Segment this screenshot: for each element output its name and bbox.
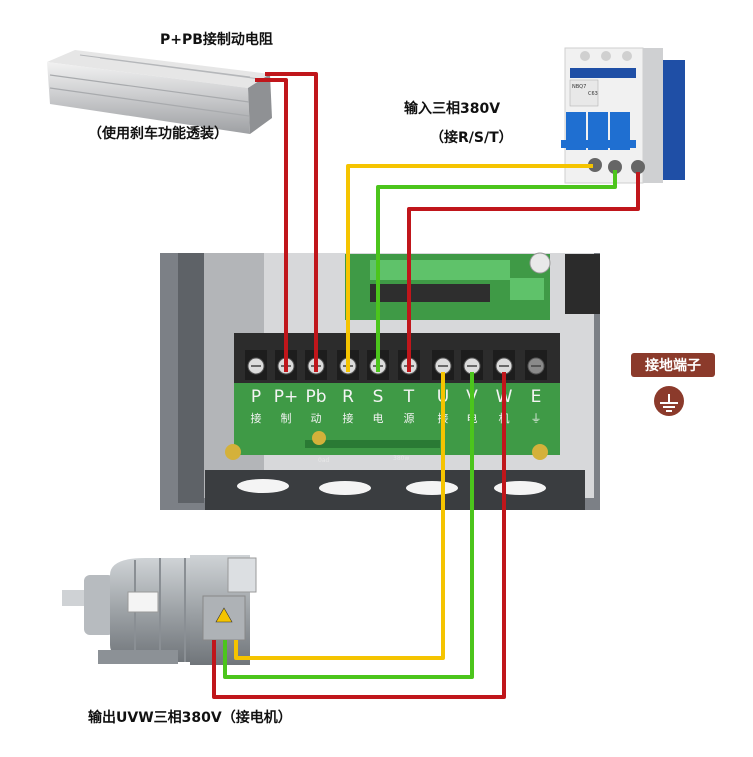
- terminal-label-p: P: [251, 387, 261, 407]
- input-title: 输入三相380V: [404, 101, 501, 117]
- terminal-screw[interactable]: [432, 350, 454, 380]
- board-text-2: 380w: [393, 455, 409, 462]
- terminal-screw[interactable]: [461, 350, 483, 380]
- resistor-note: （使用刹车功能透装）: [88, 126, 228, 142]
- wire-v-green: [223, 372, 474, 679]
- terminal-screw[interactable]: [493, 350, 515, 380]
- breaker-brand: NBQ7: [572, 84, 586, 90]
- terminal-label-t: T: [403, 387, 415, 407]
- terminal-sublabel: 制: [281, 412, 292, 425]
- terminal-screw[interactable]: [245, 350, 267, 380]
- terminal-sublabel: 源: [404, 411, 415, 425]
- input-note: （接R/S/T）: [430, 130, 513, 146]
- wires: [212, 72, 640, 699]
- terminal-label-e: E: [531, 387, 542, 407]
- terminal-label-pb: Pb: [305, 387, 326, 407]
- ground-terminal-label: 接地端子: [631, 353, 715, 377]
- terminal-sublabel: ⏚: [531, 412, 542, 425]
- wire-r-yellow: [346, 164, 593, 372]
- breaker-rating: C63: [588, 91, 598, 97]
- motor-icon: [62, 555, 257, 665]
- wire-t-red: [407, 172, 640, 372]
- braking-resistor-icon: [47, 50, 272, 134]
- terminal-label-pplus: P+: [274, 387, 299, 407]
- output-title: 输出UVW三相380V（接电机）: [88, 710, 292, 726]
- terminal-label-s: S: [373, 387, 384, 407]
- wire-u-yellow: [234, 372, 445, 660]
- wire-s-green: [376, 170, 617, 372]
- circuit-breaker-icon: NBQ7 C63: [561, 47, 685, 184]
- wire-w-red: [212, 372, 506, 699]
- terminal-screw[interactable]: [525, 350, 547, 380]
- wire-p-red: [255, 78, 288, 372]
- ground-symbol-icon: [654, 386, 684, 416]
- board-text-1: 0ad: [318, 457, 329, 464]
- terminal-sublabel: 接: [343, 412, 354, 425]
- terminal-sublabel: 电: [373, 412, 384, 425]
- resistor-title: P+PB接制动电阻: [160, 32, 273, 48]
- terminal-sublabel: 动: [311, 412, 322, 425]
- wire-pb-red: [265, 72, 318, 372]
- terminal-sublabel: 接: [251, 412, 262, 425]
- terminal-label-r: R: [342, 387, 354, 407]
